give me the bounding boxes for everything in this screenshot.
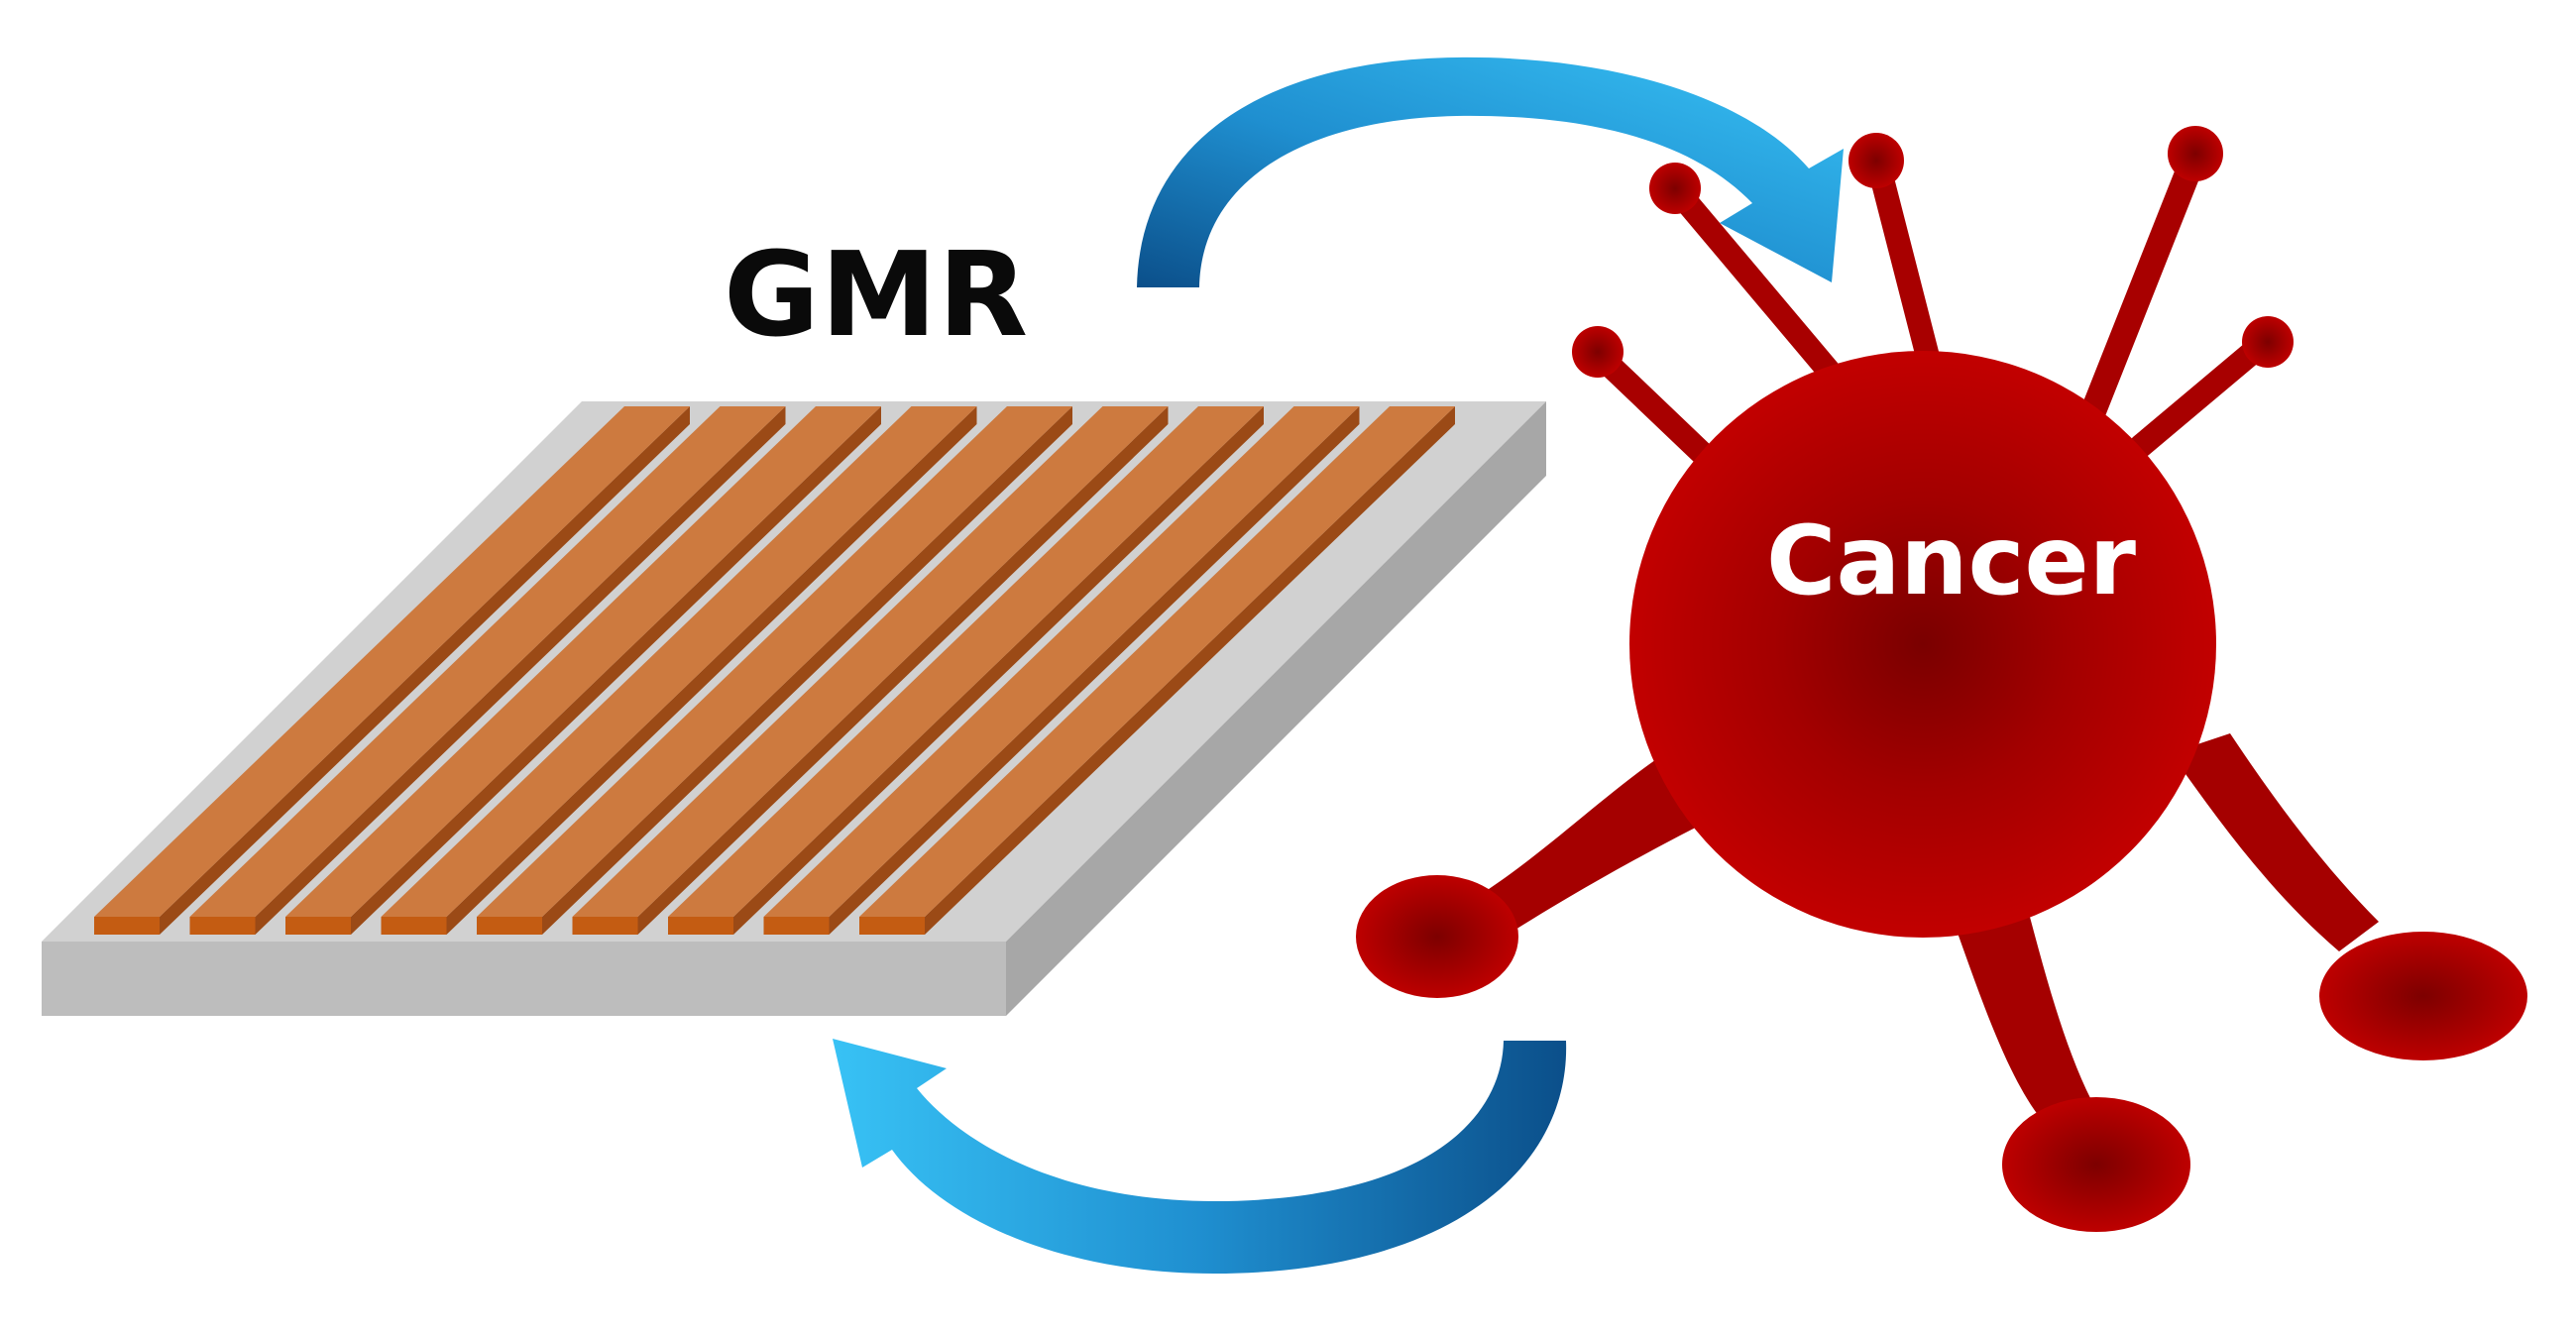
cancer-label: Cancer — [1766, 505, 2136, 616]
cell-antennae — [1572, 126, 2294, 468]
cancer-cell — [1356, 126, 2527, 1232]
arrow-sensor-to-cell — [1137, 56, 1844, 287]
substrate-side — [1006, 401, 1546, 1016]
sensor-strip — [763, 406, 1360, 935]
antenna-tip — [1848, 133, 1904, 188]
sensor-strip — [94, 406, 690, 935]
gmr-label: GMR — [724, 226, 1030, 363]
cell-body — [1629, 351, 2216, 938]
sensor-strip — [285, 406, 881, 935]
substrate-front — [42, 942, 1006, 1016]
sensor-strips — [94, 406, 1455, 935]
antenna-tip — [1572, 326, 1624, 378]
antenna-tip — [1649, 163, 1701, 214]
sensor-strip — [859, 406, 1455, 935]
leg-pad — [2002, 1097, 2190, 1232]
leg-pad — [2319, 932, 2527, 1060]
sensor-strip — [381, 406, 977, 935]
sensor-strip — [668, 406, 1264, 935]
gmr-sensor-chip — [42, 401, 1546, 1016]
sensor-strip — [572, 406, 1169, 935]
sensor-strip — [477, 406, 1072, 935]
antenna-tip — [2168, 126, 2223, 181]
cell-legs — [1356, 733, 2527, 1232]
leg-pad — [1356, 875, 1518, 998]
antenna-tip — [2242, 316, 2294, 368]
arrow-cell-to-sensor — [833, 1039, 1567, 1274]
sensor-strip — [189, 406, 786, 935]
